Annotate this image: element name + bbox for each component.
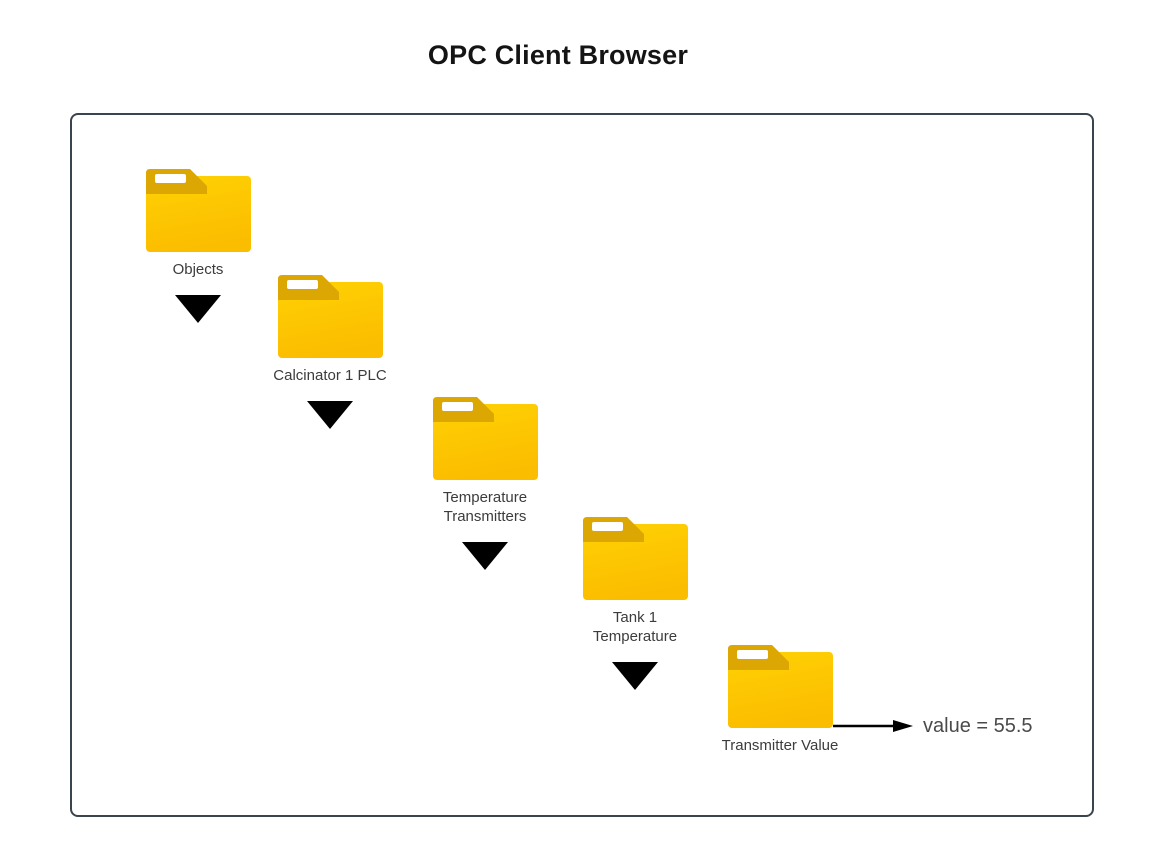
- expand-arrow-icon[interactable]: [175, 295, 221, 323]
- folder-label: Tank 1 Temperature: [592, 609, 678, 645]
- value-annotation: value = 55.5: [833, 713, 1033, 739]
- page-title: OPC Client Browser: [427, 40, 689, 70]
- tree-node-temperature-transmitters: Temperature Transmitters: [405, 395, 565, 570]
- folder-label: Calcinator 1 PLC: [273, 367, 387, 384]
- folder-label: Objects: [172, 261, 224, 278]
- expand-arrow-icon[interactable]: [462, 542, 508, 570]
- tree-node-calcinator-1-plc: Calcinator 1 PLC: [250, 273, 410, 429]
- expand-arrow-icon[interactable]: [307, 401, 353, 429]
- value-label: value = 55.5: [923, 714, 1033, 737]
- right-arrow-icon: [833, 720, 913, 732]
- expand-arrow-icon[interactable]: [612, 662, 658, 690]
- tree-node-tank-1-temperature: Tank 1 Temperature: [555, 515, 715, 690]
- folder-icon[interactable]: [432, 395, 538, 480]
- folder-label: Transmitter Value: [721, 737, 839, 754]
- folder-icon[interactable]: [277, 273, 383, 358]
- tree-node-objects: Objects: [118, 167, 278, 323]
- folder-icon[interactable]: [582, 515, 688, 600]
- folder-icon[interactable]: [145, 167, 251, 252]
- folder-label: Temperature Transmitters: [442, 489, 528, 525]
- folder-icon[interactable]: [727, 643, 833, 728]
- tree-node-transmitter-value: Transmitter Value: [700, 643, 860, 755]
